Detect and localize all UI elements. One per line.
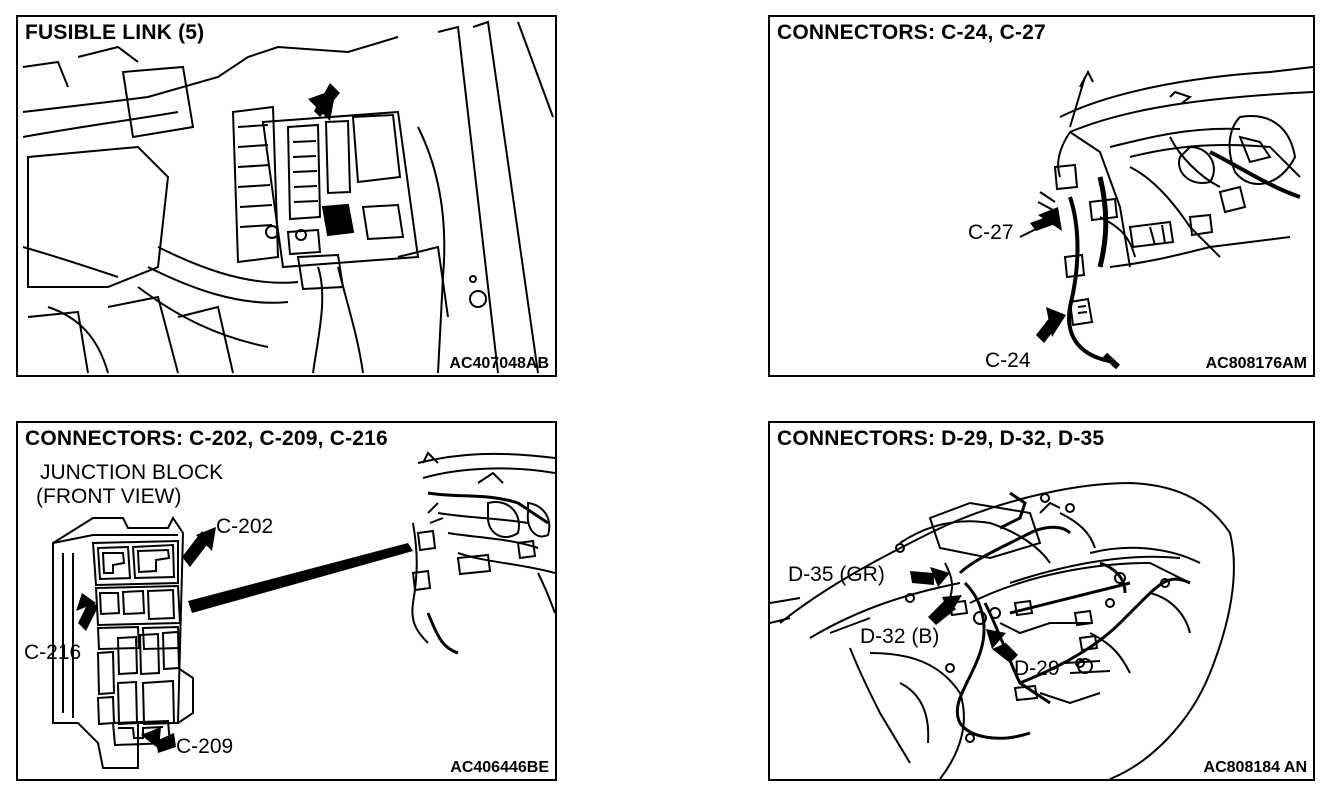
vehicle-harness-illustration [770, 481, 1235, 779]
panel-title: CONNECTORS: C-202, C-209, C-216 [25, 427, 388, 450]
figure-code: AC808184 AN [1203, 759, 1307, 776]
figure-code: AC808176AM [1205, 355, 1307, 372]
callout-d29: D-29 [1014, 657, 1060, 680]
callout-c24: C-24 [985, 349, 1031, 372]
subtitle-line-1: JUNCTION BLOCK [40, 461, 224, 484]
panel-connectors-d29-d32-d35: CONNECTORS: D-29, D-32, D-35 D-35 (GR) D… [768, 421, 1315, 781]
callout-c209: C-209 [176, 735, 234, 758]
callout-c202: C-202 [216, 515, 274, 538]
figure-code: AC406446BE [450, 759, 549, 776]
callout-d35: D-35 (GR) [788, 563, 885, 586]
junction-block-illustration [52, 451, 555, 769]
panel-title: CONNECTORS: C-24, C-27 [777, 21, 1046, 44]
subtitle-line-2: (FRONT VIEW) [36, 485, 182, 508]
callout-c216: C-216 [24, 641, 82, 664]
fusible-link-illustration [22, 20, 554, 374]
panel-title: CONNECTORS: D-29, D-32, D-35 [777, 427, 1105, 450]
panel-fusible-link: FUSIBLE LINK (5) AC407048AB [16, 15, 557, 377]
dashboard-harness-illustration [1019, 66, 1313, 370]
panel-connectors-c24-c27: CONNECTORS: C-24, C-27 C-27 C-24 AC80817… [768, 15, 1315, 377]
callout-d32: D-32 (B) [860, 625, 940, 648]
callout-c27: C-27 [968, 221, 1014, 244]
panel-title: FUSIBLE LINK (5) [25, 21, 205, 44]
panel-connectors-c202-c209-c216: CONNECTORS: C-202, C-209, C-216 JUNCTION… [16, 421, 557, 781]
figure-code: AC407048AB [449, 355, 549, 372]
